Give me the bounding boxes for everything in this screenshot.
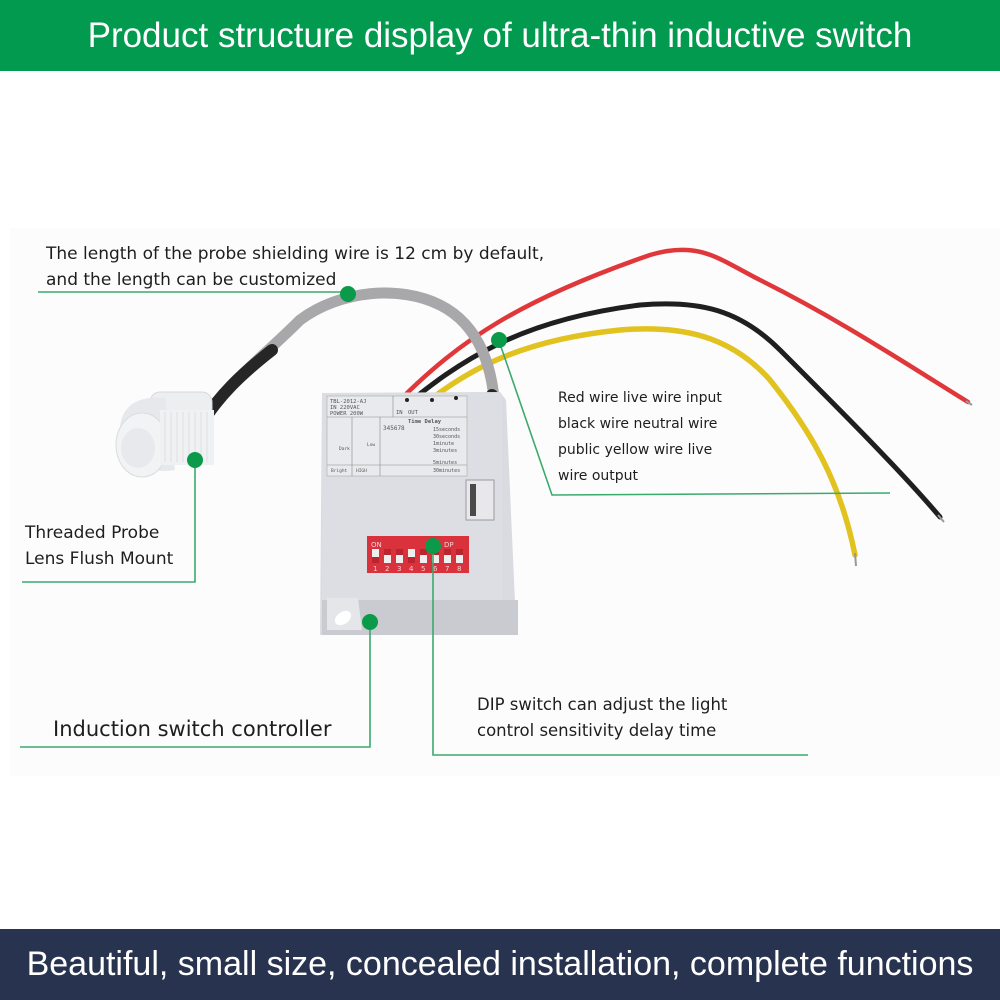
- sticker-model: TBL-2012-AJ: [330, 399, 366, 405]
- sticker-dark: Dark: [339, 446, 350, 452]
- dip-number-7: 7: [445, 565, 449, 573]
- pir-probe: [115, 391, 214, 478]
- yellow-wire-tip: [854, 552, 857, 567]
- dip-toggle-7[interactable]: [444, 555, 451, 563]
- sticker-time-delay-title: Time Delay: [408, 419, 442, 425]
- callout-dot-probe-wire: [340, 286, 356, 302]
- sticker-low: Low: [367, 442, 375, 448]
- dip-number-5: 5: [421, 565, 425, 573]
- red-wire-tip: [965, 400, 973, 406]
- sticker-delay-6: 30minutes: [433, 468, 460, 474]
- callout-line-controller: [20, 622, 371, 748]
- sticker-dip-numbers: 345678: [383, 425, 405, 432]
- dip-number-6: 6: [433, 565, 438, 573]
- callout-dot-wires: [491, 332, 507, 348]
- dip-number-1: 1: [373, 565, 377, 573]
- callout-line-probe: [22, 460, 196, 583]
- sticker-power: POWER 200W: [330, 411, 364, 417]
- red-wire: [397, 247, 971, 405]
- callout-dots: [187, 286, 507, 630]
- sticker-input: IN 220VAC: [330, 405, 360, 411]
- callout-controller-text: Induction switch controller: [53, 717, 332, 741]
- sticker-out: OUT: [408, 410, 419, 416]
- sticker-in: IN: [396, 410, 403, 416]
- dip-toggle-1[interactable]: [372, 549, 379, 557]
- callout-line-wires: [498, 340, 891, 496]
- footer-banner: Beautiful, small size, concealed install…: [0, 929, 1000, 1000]
- dip-number-8: 8: [457, 565, 461, 573]
- controller-body: TBL-2012-AJ IN 220VAC POWER 200W IN OUT …: [320, 392, 518, 635]
- header-banner: Product structure display of ultra-thin …: [0, 0, 1000, 71]
- dip-brand-label: DP: [444, 541, 454, 549]
- dip-on-label: ON: [371, 541, 382, 549]
- black-wire-tip: [937, 514, 945, 523]
- sticker-delay-1: 15seconds: [433, 427, 460, 433]
- sticker-high: HIGH: [356, 468, 367, 474]
- callout-dot-controller: [362, 614, 378, 630]
- header-title: Product structure display of ultra-thin …: [87, 15, 913, 55]
- callout-dot-probe: [187, 452, 203, 468]
- callout-wire-colors-text: Red wire live wire input black wire neut…: [558, 390, 722, 484]
- dip-number-4: 4: [409, 565, 414, 573]
- dip-toggle-2[interactable]: [384, 555, 391, 563]
- sticker-delay-3: 1minute: [433, 441, 454, 447]
- dip-number-2: 2: [385, 565, 389, 573]
- callout-lines: [20, 291, 891, 756]
- dip-toggle-5[interactable]: [420, 555, 427, 563]
- footer-tagline: Beautiful, small size, concealed install…: [26, 945, 974, 983]
- callout-line-dip: [432, 548, 808, 756]
- dip-toggle-3[interactable]: [396, 555, 403, 563]
- sticker-delay-4: 3minutes: [433, 448, 457, 454]
- sticker-delay-2: 30seconds: [433, 434, 460, 440]
- dip-toggle-6[interactable]: [432, 555, 439, 563]
- dip-toggle-8[interactable]: [456, 555, 463, 563]
- callout-dip-text: DIP switch can adjust the light control …: [477, 695, 728, 740]
- sticker-delay-5: 5minutes: [433, 460, 457, 466]
- callout-probe-wire-text: The length of the probe shielding wire i…: [46, 244, 545, 290]
- sticker-bright: Bright: [331, 468, 348, 474]
- callout-probe-text: Threaded Probe Lens Flush Mount: [25, 523, 174, 569]
- callout-dot-dip: [425, 538, 441, 554]
- dip-number-3: 3: [397, 565, 401, 573]
- dip-toggle-4[interactable]: [408, 549, 415, 557]
